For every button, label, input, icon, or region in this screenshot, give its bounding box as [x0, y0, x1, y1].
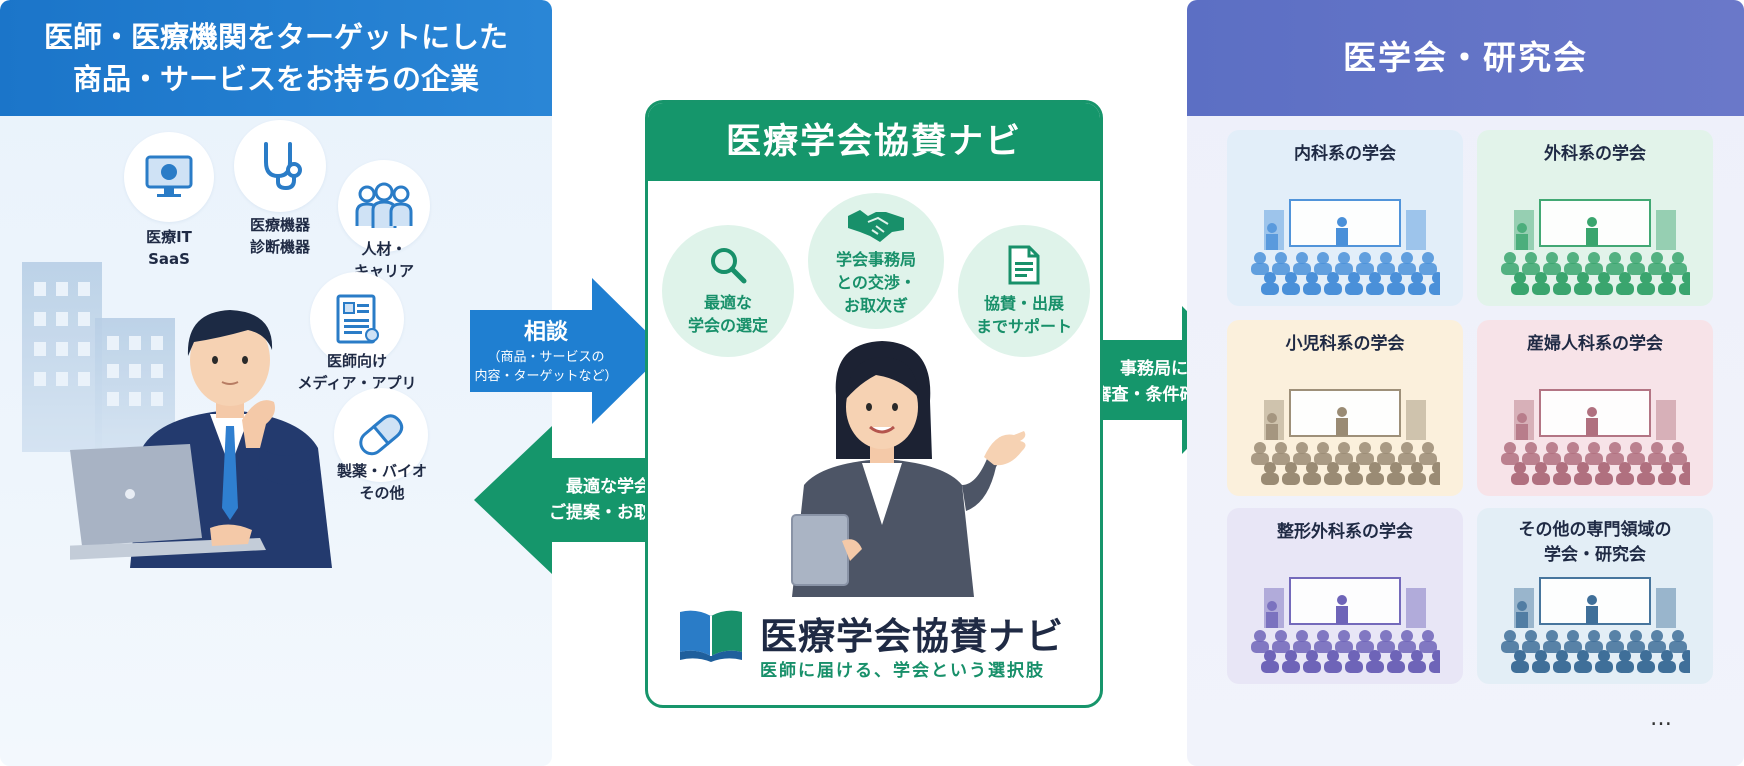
- capsule-icon: [359, 414, 404, 456]
- office-building-back: [22, 262, 102, 452]
- society-internal-medicine: 内科系の学会: [1227, 130, 1463, 306]
- lecture-hall-illustration: [1251, 199, 1440, 295]
- society-label: 産婦人科系の学会: [1527, 334, 1663, 354]
- company-title-line2: 商品・サービスをお持ちの企業: [72, 62, 479, 96]
- logo-title: 医療学会協賛ナビ: [760, 615, 1064, 658]
- society-label: 小児科系の学会: [1285, 334, 1405, 354]
- more-ellipsis: …: [1650, 706, 1672, 731]
- navi-service-panel: 医療学会協賛ナビ 最適な 学会の選定 学会事務局 との交渉・ お取次ぎ 協賛・出…: [645, 100, 1103, 708]
- category-medical-it: [124, 132, 214, 222]
- category-hr-career: [338, 160, 430, 252]
- society-panel-title: 医学会・研究会: [1187, 0, 1744, 116]
- stethoscope-icon: [264, 142, 302, 191]
- category-medical-device: [234, 120, 326, 212]
- category-label-medical-it: 医療IT SaaS: [146, 228, 192, 268]
- society-label: 内科系の学会: [1294, 144, 1396, 164]
- lecture-hall-illustration: [1251, 577, 1440, 673]
- society-label: 外科系の学会: [1544, 144, 1646, 164]
- document-icon: [336, 294, 379, 344]
- category-label-medical-device: 医療機器 診断機器: [249, 216, 310, 256]
- lecture-hall-illustration: [1501, 577, 1690, 673]
- category-label-media-app: 医師向け メディア・アプリ: [297, 352, 417, 392]
- category-label-pharma-bio: 製薬・バイオ その他: [336, 462, 427, 502]
- company-panel-header: 医師・医療機関をターゲットにした 商品・サービスをお持ちの企業: [0, 0, 552, 116]
- lecture-hall-illustration: [1501, 389, 1690, 485]
- society-other-specialties: その他の専門領域の学会・研究会: [1477, 508, 1713, 684]
- document-icon: [1008, 245, 1040, 285]
- search-icon: [711, 248, 747, 284]
- consult-sub2: 内容・ターゲットなど）: [474, 369, 618, 384]
- service-sponsorship-support: 協賛・出展 までサポート: [958, 225, 1090, 357]
- society-pediatrics: 小児科系の学会: [1227, 320, 1463, 496]
- lecture-hall-illustration: [1251, 389, 1440, 485]
- book-logo-icon: [680, 610, 742, 662]
- service-society-selection: 最適な 学会の選定: [662, 225, 794, 357]
- society-orthopedics: 整形外科系の学会: [1227, 508, 1463, 684]
- society-label: その他の専門領域の学会・研究会: [1518, 520, 1672, 565]
- logo-tagline: 医師に届ける、学会という選択肢: [760, 661, 1045, 681]
- society-panel: 医学会・研究会 内科系の学会 外科系の学会小児科系の学会 産婦人科系の学会整形外科系…: [1187, 0, 1744, 766]
- consult-arrow-label: 相談 （商品・サービスの 内容・ターゲットなど）: [470, 318, 622, 386]
- category-pharma-bio: [334, 388, 428, 482]
- review-arrow-label: 事務局に 審査・条件確認: [1094, 359, 1214, 405]
- company-panel: 医師・医療機関をターゲットにした 商品・サービスをお持ちの企業: [0, 0, 552, 766]
- monitor-icon: [145, 155, 193, 197]
- people-icon: [355, 182, 413, 228]
- company-title-line1: 医師・医療機関をターゲットにした: [43, 20, 508, 54]
- businessman-illustration: [70, 310, 332, 568]
- service-negotiation: 学会事務局 との交渉・ お取次ぎ: [808, 193, 944, 329]
- society-obgyn: 産婦人科系の学会: [1477, 320, 1713, 496]
- navi-service-title: 医療学会協賛ナビ: [648, 103, 1100, 181]
- propose-arrow: [474, 426, 696, 574]
- lecture-hall-illustration: [1501, 199, 1690, 295]
- handshake-icon: [848, 209, 904, 242]
- society-label: 整形外科系の学会: [1277, 522, 1413, 542]
- consult-title: 相談: [523, 320, 568, 345]
- society-surgery: 外科系の学会: [1477, 130, 1713, 306]
- navigator-woman-illustration: [791, 341, 1026, 597]
- consult-sub1: （商品・サービスの: [487, 350, 605, 365]
- category-media-app: [310, 272, 404, 366]
- consult-arrow: [470, 278, 666, 424]
